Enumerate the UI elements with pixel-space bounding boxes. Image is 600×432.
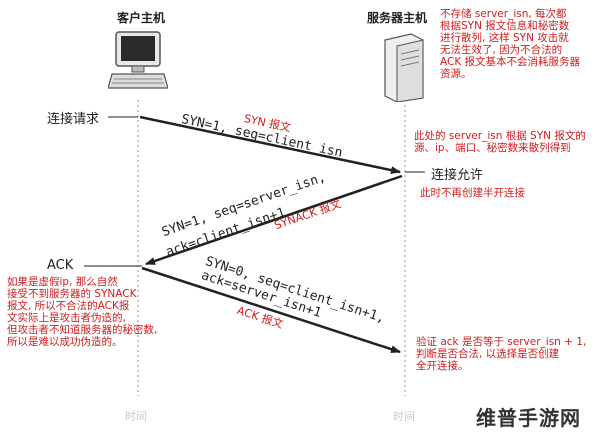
note-line: 此时不再创建半开连接 bbox=[420, 187, 525, 199]
note-line: 文实际上是攻击者伪造的, bbox=[7, 312, 126, 324]
note-line: 根据SYN 报文信息和秘密数 bbox=[440, 20, 570, 32]
ack-label: ACK bbox=[47, 258, 74, 273]
server-time-label: 时间 bbox=[393, 410, 415, 423]
note-line: 不存储 server_isn, 每次都 bbox=[440, 8, 567, 20]
note-server-isn-hash: 不存储 server_isn, 每次都 根据SYN 报文信息和秘密数 进行散列,… bbox=[440, 8, 600, 80]
syn-arrow bbox=[139, 115, 401, 175]
synack-arrow bbox=[145, 174, 403, 266]
server-host-label: 服务器主机 bbox=[367, 11, 428, 25]
note-line: 资源。 bbox=[440, 68, 472, 80]
note-line: ACK 报文基本不会消耗服务器 bbox=[440, 56, 581, 68]
note-line: 但攻击者不知道服务器的秘密数, bbox=[7, 324, 158, 336]
note-line: 判断是否合法, 以选择是否创建 bbox=[416, 348, 560, 360]
ack-arrow bbox=[141, 266, 401, 354]
conn-granted-label: 连接允许 bbox=[431, 168, 484, 183]
note-server-isn-source: 此处的 server_isn 根据 SYN 报文的 源、ip、端口、秘密数来散列… bbox=[414, 130, 600, 154]
client-time-label: 时间 bbox=[125, 410, 147, 423]
note-line: 所以是难以成功伪造的。 bbox=[7, 336, 123, 348]
note-line: 验证 ack 是否等于 server_isn + 1, bbox=[416, 336, 587, 348]
note-line: 报文, 所以不合法的ACK报 bbox=[7, 300, 130, 312]
client-host-label: 客户主机 bbox=[117, 11, 166, 25]
note-line: 无法生效了, 因为不合法的 bbox=[440, 44, 563, 56]
note-verify-ack: 验证 ack 是否等于 server_isn + 1, 判断是否合法, 以选择是… bbox=[416, 336, 600, 372]
note-line: 源、ip、端口、秘密数来散列得到 bbox=[414, 142, 571, 154]
watermark: 维普手游网 bbox=[476, 406, 581, 430]
client-computer-icon bbox=[108, 31, 168, 89]
note-line: 此处的 server_isn 根据 SYN 报文的 bbox=[414, 130, 586, 142]
conn-request-label: 连接请求 bbox=[47, 112, 100, 127]
note-line: 如果是虚假ip, 那么自然 bbox=[7, 276, 118, 288]
note-line: 接受不到服务器的 SYNACK bbox=[7, 288, 137, 300]
server-tower-icon bbox=[384, 33, 424, 102]
note-line: 进行散列, 这样 SYN 攻击就 bbox=[440, 32, 569, 44]
note-fake-ip: 如果是虚假ip, 那么自然 接受不到服务器的 SYNACK 报文, 所以不合法的… bbox=[7, 276, 187, 348]
note-no-half-open: 此时不再创建半开连接 bbox=[420, 187, 600, 199]
note-line: 全开连接。 bbox=[416, 360, 469, 372]
